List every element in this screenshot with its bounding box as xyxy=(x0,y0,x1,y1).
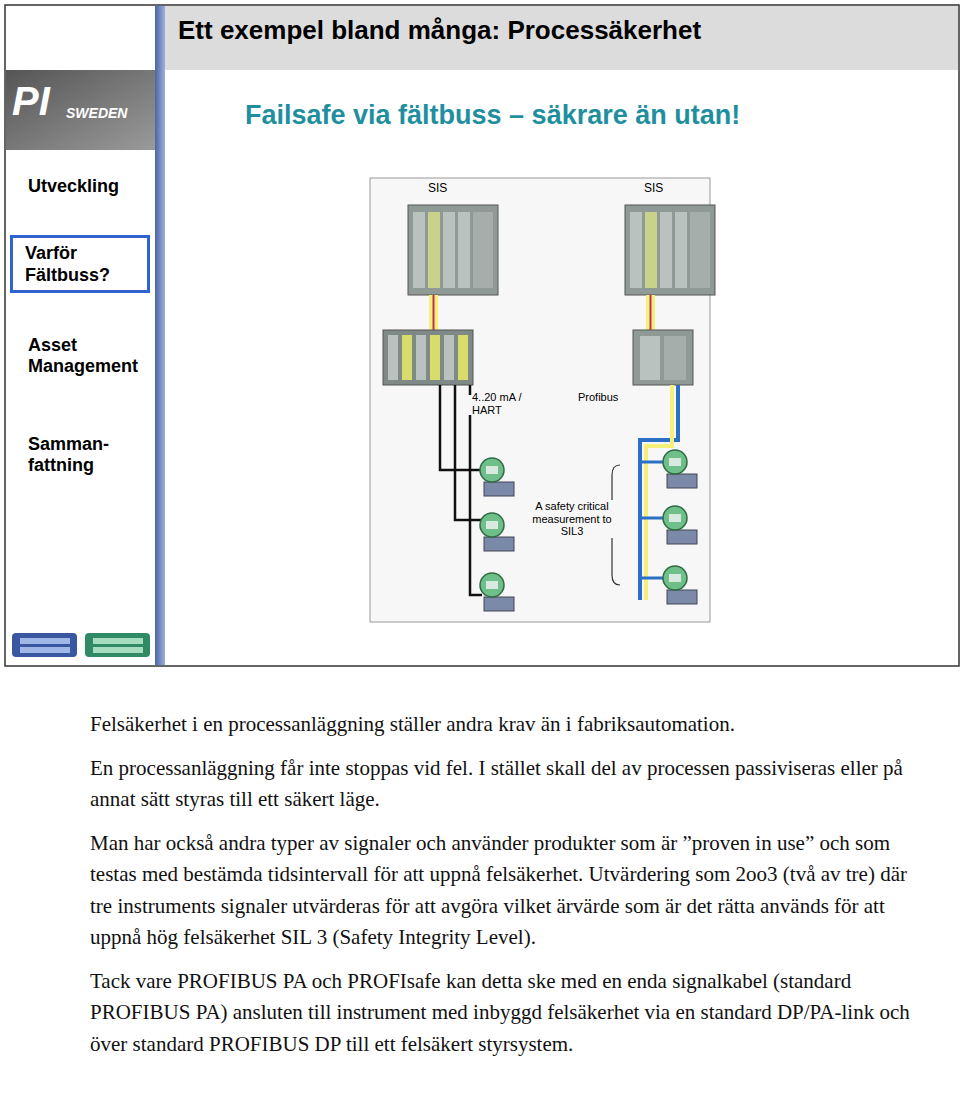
menu-item: Varför Fältbuss? xyxy=(25,242,135,286)
paragraph: Felsäkerhet i en processanläggning ställ… xyxy=(90,709,920,741)
logo-panel xyxy=(6,70,155,150)
logo-text: SWEDEN xyxy=(66,105,146,121)
slide-title: Ett exempel bland många: Processäkerhet xyxy=(178,15,701,46)
menu-item: Samman- fattning xyxy=(28,434,128,475)
menu-item: Utveckling xyxy=(28,176,153,197)
io-rack xyxy=(383,330,473,385)
slide-subtitle: Failsafe via fältbuss – säkrare än utan! xyxy=(245,100,945,131)
dp-pa-link xyxy=(633,330,693,385)
paragraph: En processanläggning får inte stoppas vi… xyxy=(90,753,920,816)
analog-wires xyxy=(440,385,482,595)
signal-label: 4..20 mA / HART xyxy=(472,391,534,416)
side-strip xyxy=(155,6,165,665)
bus-link xyxy=(429,295,438,330)
plc-rack xyxy=(625,205,715,295)
device-label: SIS xyxy=(428,182,468,196)
paragraph: Tack vare PROFIBUS PA och PROFIsafe kan … xyxy=(90,966,920,1061)
menu-item: Asset Management xyxy=(28,335,153,376)
device-label: SIS xyxy=(644,182,684,196)
note-label: A safety critical measurement to SIL3 xyxy=(522,500,622,538)
bus-link xyxy=(646,295,655,330)
signal-label: Profibus xyxy=(578,391,638,404)
title-bar xyxy=(165,6,958,70)
paragraph: Man har också andra typer av signaler oc… xyxy=(90,828,920,954)
logo-marks xyxy=(12,633,150,657)
plc-rack xyxy=(408,205,498,295)
transmitter-icons xyxy=(480,450,697,611)
menu-box: Varför Fältbuss? xyxy=(10,235,150,293)
logo-text: PI xyxy=(12,78,72,124)
body-text: Felsäkerhet i en processanläggning ställ… xyxy=(90,709,920,1072)
slide-frame xyxy=(5,5,959,666)
